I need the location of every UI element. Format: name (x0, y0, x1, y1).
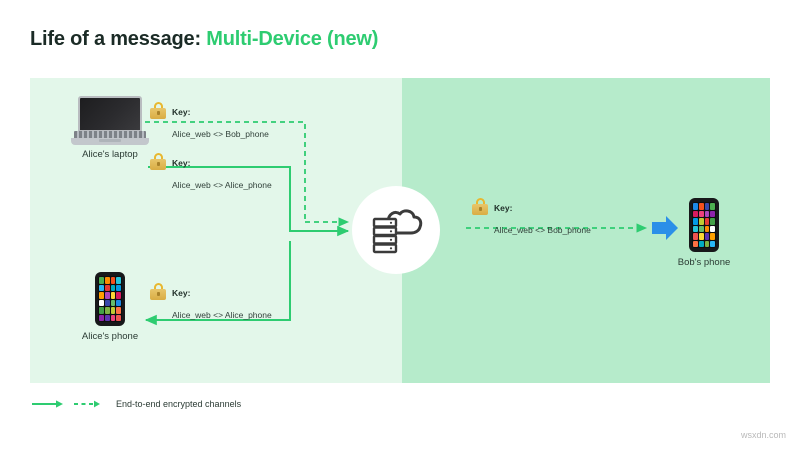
padlock-icon (150, 102, 166, 119)
device-alice-laptop-label: Alice's laptop (82, 149, 138, 160)
device-alice-phone: Alice's phone (52, 272, 168, 342)
device-bob-phone-label: Bob's phone (677, 257, 731, 268)
device-alice-laptop: Alice's laptop (52, 96, 168, 160)
channel-cloud-to-alice-phone (144, 241, 291, 326)
watermark: wsxdn.com (740, 430, 786, 440)
padlock-icon (150, 153, 166, 170)
key-title: Key: (172, 158, 191, 168)
key-label-laptop-alicephone: Key: Alice_web <> Alice_phone (150, 151, 272, 194)
key-title: Key: (172, 107, 191, 117)
key-value: Alice_web <> Bob_phone (494, 224, 591, 235)
smartphone-icon (95, 272, 125, 326)
channel-laptop-to-cloud-alice (148, 166, 350, 237)
solid-arrow-icon (32, 400, 63, 408)
key-label-laptop-bob: Key: Alice_web <> Bob_phone (150, 100, 269, 143)
key-value: Alice_web <> Alice_phone (172, 309, 272, 320)
cloud-server-icon (372, 209, 423, 254)
laptop-icon (71, 96, 149, 145)
legend-label: End-to-end encrypted channels (116, 399, 242, 409)
padlock-icon (472, 198, 488, 215)
key-value: Alice_web <> Alice_phone (172, 179, 272, 190)
device-alice-phone-label: Alice's phone (81, 331, 139, 342)
key-label-cloud-alicephone: Key: Alice_web <> Alice_phone (150, 281, 272, 324)
key-label-cloud-bobphone: Key: Alice_web <> Bob_phone (472, 196, 591, 239)
page-title: Life of a message: Multi-Device (new) (30, 28, 378, 51)
key-value: Alice_web <> Bob_phone (172, 128, 269, 139)
legend: End-to-end encrypted channels (32, 399, 241, 409)
smartphone-icon (689, 198, 719, 252)
page-title-prefix: Life of a message: (30, 28, 207, 50)
page-title-accent: Multi-Device (new) (206, 28, 379, 50)
channel-laptop-to-cloud-bob (145, 121, 306, 222)
server-node (352, 186, 440, 274)
dashed-arrow-icon (74, 400, 100, 408)
blue-arrow-icon (652, 216, 678, 240)
padlock-icon (150, 283, 166, 300)
device-bob-phone: Bob's phone (648, 198, 760, 268)
key-title: Key: (172, 288, 191, 298)
key-title: Key: (494, 203, 513, 213)
